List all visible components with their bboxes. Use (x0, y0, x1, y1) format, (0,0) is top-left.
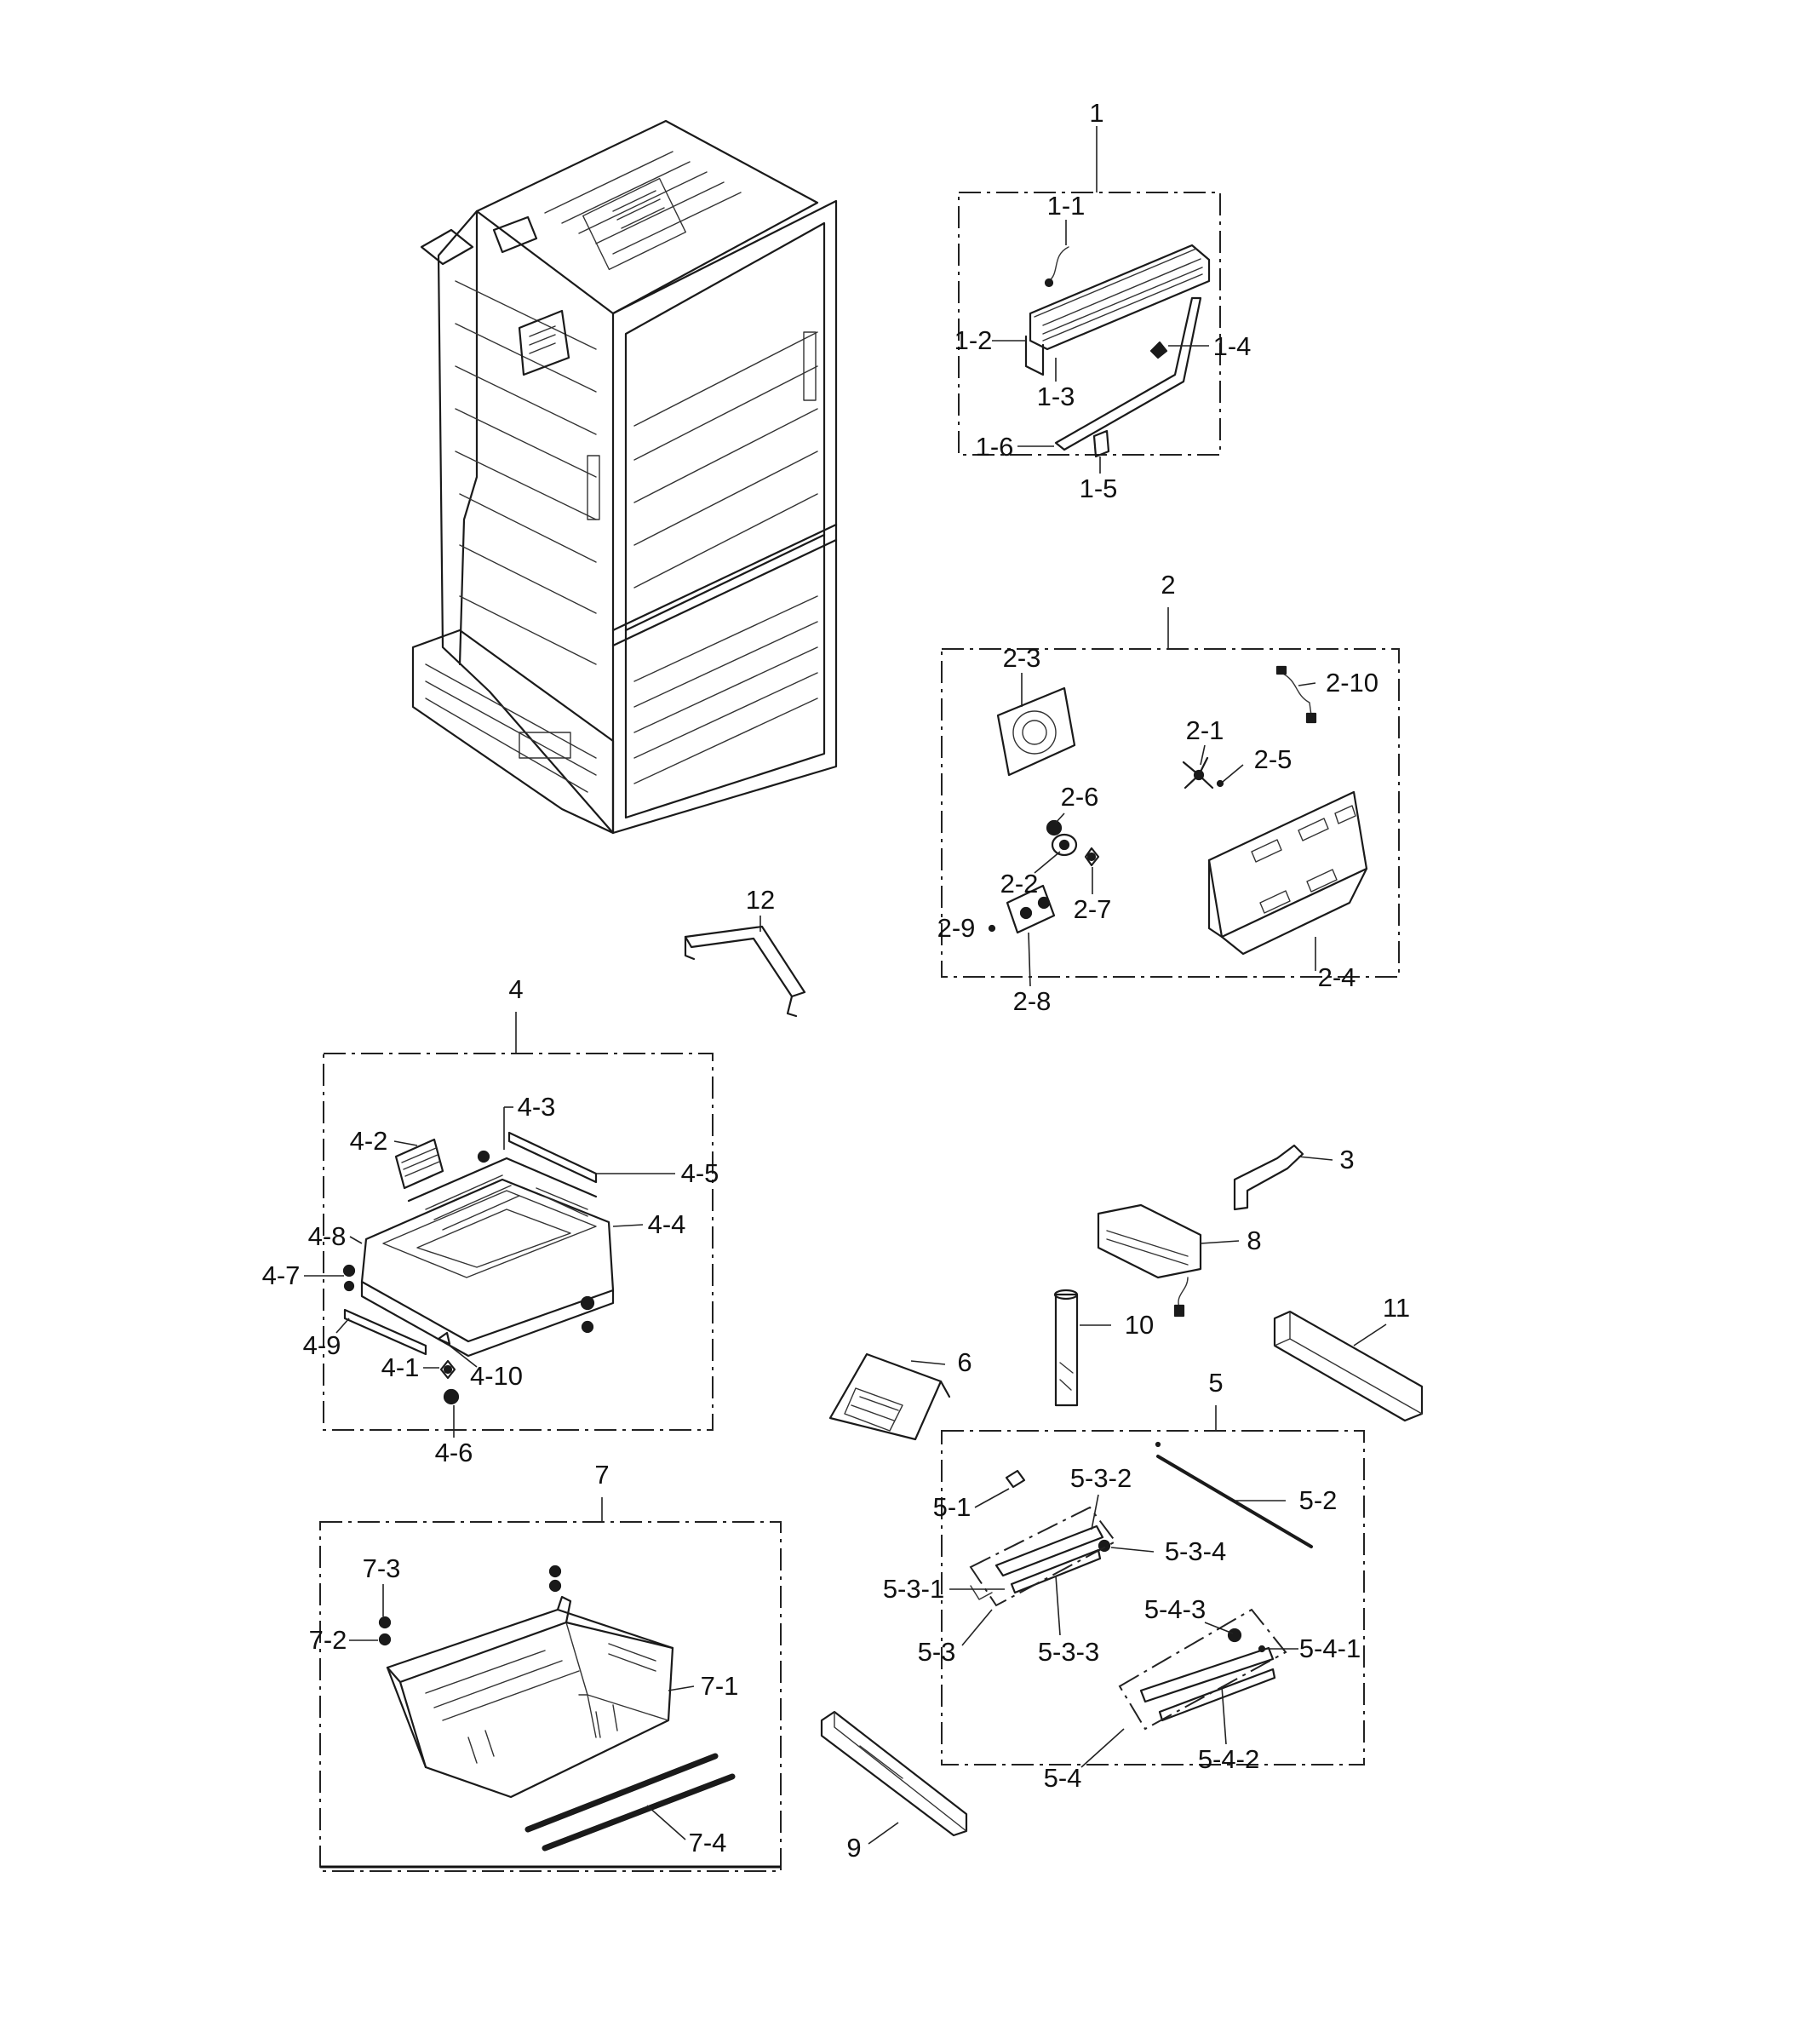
callout-12: 12 (746, 885, 775, 915)
fan-control-drawing (988, 665, 1368, 956)
callout-4-1: 4-1 (381, 1352, 420, 1382)
callout-5-3-2: 5-3-2 (1070, 1463, 1132, 1493)
group-7: 7 7-3 7-2 7-1 7-4 (309, 1460, 782, 1872)
callout-1-4: 1-4 (1213, 331, 1252, 361)
callout-11: 11 (1383, 1293, 1410, 1323)
callout-5-4: 5-4 (1044, 1763, 1082, 1793)
callout-1-3: 1-3 (1037, 382, 1075, 411)
callout-1-6: 1-6 (976, 432, 1014, 462)
callout-4-9: 4-9 (303, 1330, 341, 1360)
group-4: 4 4-2 4-3 4-5 4-4 4-8 4-7 4-9 4-1 4-10 4… (262, 974, 719, 1467)
part-10-drawing (1053, 1289, 1079, 1407)
callout-2-1: 2-1 (1186, 715, 1224, 745)
evaporator-drawing (1024, 244, 1211, 458)
callout-4-7: 4-7 (262, 1260, 301, 1290)
callout-2-6: 2-6 (1061, 782, 1099, 812)
callout-2-2: 2-2 (1000, 869, 1039, 899)
bracket-12-drawing (684, 925, 806, 1018)
callout-2-8: 2-8 (1013, 986, 1052, 1016)
callout-4: 4 (508, 974, 523, 1004)
callout-1-2: 1-2 (954, 325, 993, 355)
callout-6: 6 (957, 1347, 972, 1377)
part-8-drawing (1097, 1203, 1202, 1318)
callout-2-5: 2-5 (1254, 744, 1292, 774)
callout-5-4-3: 5-4-3 (1144, 1594, 1206, 1624)
callout-4-5: 4-5 (681, 1158, 719, 1188)
part-12: 12 (684, 885, 806, 1018)
callout-1-5: 1-5 (1080, 474, 1118, 503)
group-5: 5 5-1 5-2 5-3-2 5-3-4 5-3-1 5-3-3 5-3 5-… (883, 1368, 1365, 1793)
part-6-drawing (828, 1352, 951, 1441)
callout-10: 10 (1125, 1310, 1154, 1340)
callout-9: 9 (846, 1833, 861, 1863)
part-3-drawing (1233, 1144, 1304, 1211)
callout-5: 5 (1208, 1368, 1223, 1398)
callout-7-1: 7-1 (701, 1671, 739, 1701)
part-9: 9 (820, 1710, 968, 1863)
part-10: 10 (1053, 1289, 1154, 1407)
callout-5-4-1: 5-4-1 (1299, 1633, 1361, 1663)
group-1: 1 1-1 1-2 1-3 1-4 1-5 1-6 (954, 98, 1252, 503)
callout-5-1: 5-1 (933, 1492, 972, 1522)
callout-5-3-3: 5-3-3 (1038, 1637, 1099, 1667)
callout-7-4: 7-4 (689, 1828, 727, 1857)
callout-4-2: 4-2 (350, 1126, 388, 1156)
part-9-drawing (820, 1710, 968, 1837)
callout-5-3-1: 5-3-1 (883, 1574, 944, 1604)
callout-7-3: 7-3 (363, 1553, 401, 1583)
callout-3: 3 (1339, 1145, 1354, 1174)
callout-4-3: 4-3 (518, 1092, 556, 1122)
callout-1-1: 1-1 (1047, 191, 1086, 221)
callout-5-2: 5-2 (1299, 1485, 1338, 1515)
drawer-4-drawing (342, 1131, 615, 1405)
callout-2-10: 2-10 (1326, 668, 1378, 698)
part-11: 11 (1273, 1293, 1424, 1422)
callout-8: 8 (1247, 1226, 1261, 1255)
callout-4-8: 4-8 (308, 1221, 347, 1251)
group-2: 2 2-3 2-10 2-1 2-5 2-6 2-2 2-7 2-9 2-8 2… (937, 570, 1400, 1016)
callout-2-4: 2-4 (1318, 962, 1356, 992)
callout-4-4: 4-4 (648, 1209, 686, 1239)
callout-7-2: 7-2 (309, 1625, 347, 1655)
callout-5-3-4: 5-3-4 (1165, 1536, 1226, 1566)
callout-1: 1 (1089, 98, 1103, 128)
basket-7-drawing (378, 1565, 736, 1852)
callout-5-4-2: 5-4-2 (1198, 1744, 1259, 1774)
cabinet-drawing (411, 119, 838, 835)
part-11-drawing (1273, 1310, 1424, 1422)
callout-7: 7 (594, 1460, 609, 1490)
callout-2: 2 (1161, 570, 1175, 600)
part-6: 6 (828, 1347, 972, 1441)
callout-4-10: 4-10 (470, 1361, 523, 1391)
part-8: 8 (1097, 1203, 1262, 1318)
callout-4-6: 4-6 (435, 1438, 473, 1467)
callout-2-3: 2-3 (1003, 643, 1041, 673)
callout-2-9: 2-9 (937, 913, 976, 943)
rails-5-drawing (970, 1441, 1313, 1722)
callout-2-7: 2-7 (1074, 894, 1112, 924)
callout-5-3: 5-3 (918, 1637, 956, 1667)
part-3: 3 (1233, 1144, 1355, 1211)
